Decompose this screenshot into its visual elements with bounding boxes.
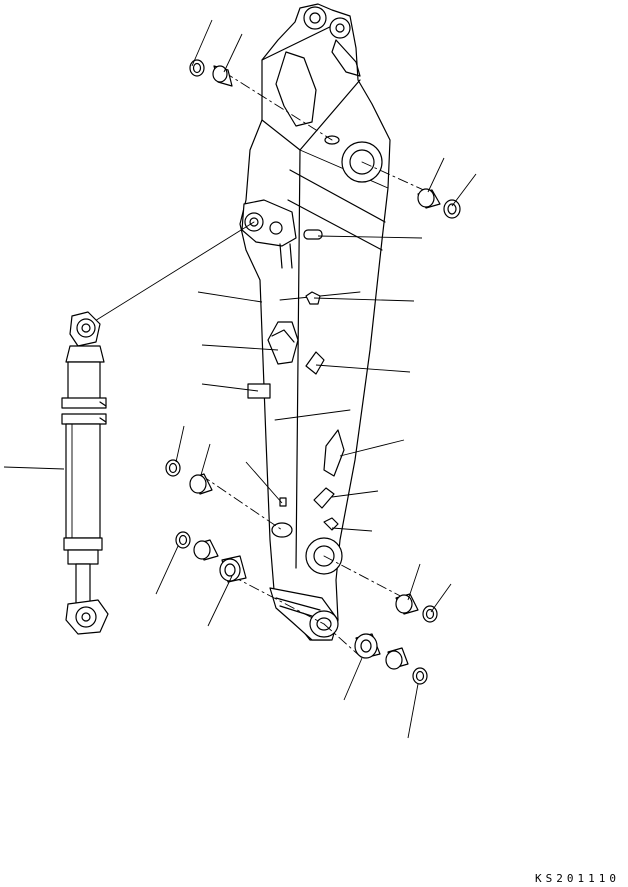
leader-plate-3 [332, 491, 378, 497]
ring-left-lower [176, 532, 190, 548]
boom-top-eye-right [330, 18, 350, 38]
cylinder-barrel-upper [68, 362, 100, 402]
ring-right [444, 200, 460, 218]
leader-cylinder [4, 467, 64, 469]
leader-ring-top-1 [192, 20, 212, 66]
leader-plate-2 [340, 440, 404, 456]
leader-bushing-left [201, 444, 210, 475]
cylinder-top-eye [77, 319, 95, 337]
leader-bushing-right [428, 158, 444, 192]
leader-cover-plate [202, 345, 278, 350]
cylinder-barrel-main [66, 424, 100, 538]
leader-ring-right-2 [431, 584, 451, 612]
cylinder-rod [76, 564, 90, 604]
boom-assembly [240, 4, 390, 640]
leader-bushing-right-lower [408, 564, 420, 600]
leader-bushing-top [224, 34, 242, 72]
leader-block [202, 384, 258, 391]
leader-shim-1 [318, 236, 422, 238]
ring-foot [413, 668, 427, 684]
leader-bushing-lower [208, 576, 232, 626]
hydraulic-cylinder [62, 312, 108, 634]
leader-bushing-foot [344, 658, 362, 700]
leader-ring-left-1 [176, 426, 184, 462]
leader-bolt-1 [246, 462, 282, 503]
ring-left-middle [166, 460, 180, 476]
ring-top [190, 60, 204, 76]
cylinder-connection-line [90, 222, 254, 324]
leader-lines [4, 20, 476, 738]
leader-plate-1 [316, 365, 410, 372]
boom-top-eye-left [304, 7, 326, 29]
leader-boom-body [198, 292, 262, 302]
cover-plate [268, 322, 298, 364]
leader-ring-right-1 [452, 174, 476, 206]
leader-pin-head-1 [314, 298, 414, 301]
leader-pin-head-2 [332, 528, 372, 531]
cylinder-bottom-eye [76, 607, 96, 627]
centerlines [201, 72, 428, 658]
drawing-number: KS201110 [535, 872, 620, 885]
leader-ring-left-2 [156, 546, 178, 594]
leader-ring-foot [408, 684, 418, 738]
ring-right-lower [423, 606, 437, 622]
block [248, 384, 270, 398]
